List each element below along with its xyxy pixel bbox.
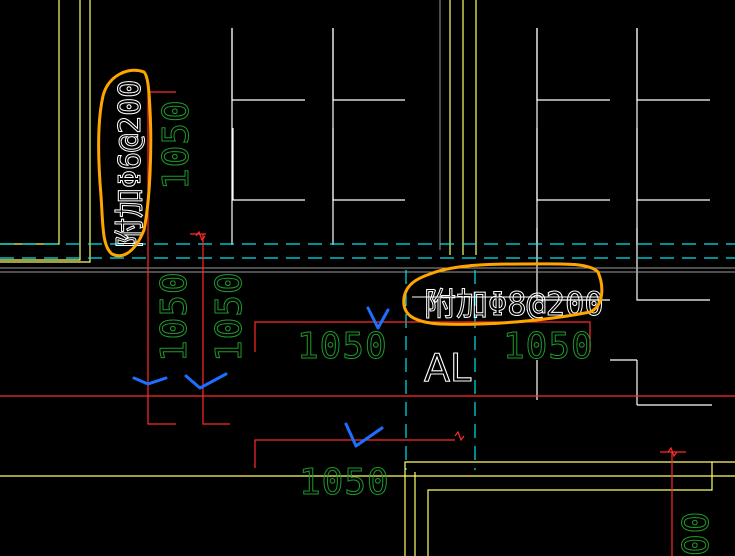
check-mark-2 — [184, 372, 228, 390]
highlight-vertical-note — [97, 68, 153, 258]
dim-bottom-horizontal: 1050 — [299, 462, 390, 503]
highlight-horizontal-note — [402, 262, 604, 326]
dim-left-vertical-b: 1050 — [209, 271, 250, 362]
dimension-lines — [0, 91, 735, 556]
markup-highlights — [97, 68, 604, 326]
slab-grid-lines — [231, 28, 712, 406]
check-mark-3 — [366, 306, 390, 330]
beam-label: AL — [424, 346, 471, 390]
check-marks — [132, 306, 390, 448]
rebar-note-horizontal: 附加Φ8@200 — [424, 285, 604, 323]
axis-lines — [0, 243, 735, 470]
dim-left-vertical-a: 1050 — [154, 271, 195, 362]
dim-left-vertical-top: 1050 — [156, 99, 197, 190]
rebar-note-vertical: 附加Φ6@200 — [113, 80, 148, 248]
dim-mid-horizontal-right: 1050 — [503, 326, 594, 367]
dim-mid-horizontal-left: 1050 — [297, 326, 388, 367]
check-mark-1 — [132, 376, 168, 386]
dim-right-edge-partial: 00 — [676, 511, 717, 556]
check-mark-4 — [344, 422, 384, 448]
wall-lines-gray — [0, 0, 735, 273]
